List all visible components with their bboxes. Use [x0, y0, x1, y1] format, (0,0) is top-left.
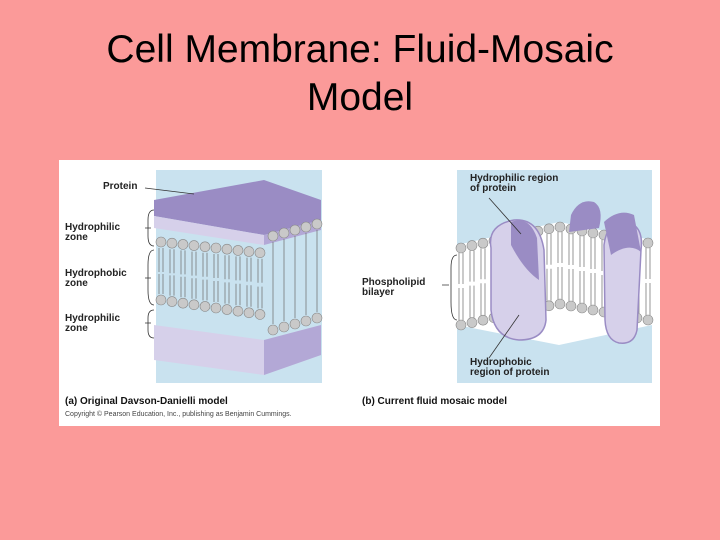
phospholipid-head: [455, 242, 467, 254]
phospholipid-head: [554, 298, 566, 310]
phospholipid-head: [289, 318, 301, 330]
phospholipid-head: [210, 242, 222, 254]
phospholipid-head: [232, 245, 244, 256]
phospholipid-head: [278, 321, 290, 333]
slide-title: Cell Membrane: Fluid-Mosaic Model: [0, 26, 720, 122]
phospholipid-head: [155, 294, 167, 306]
phospholipid-head: [565, 300, 577, 312]
phospholipid-head: [166, 296, 178, 307]
phospholipid-head: [300, 315, 312, 327]
phospholipid-head: [199, 241, 211, 253]
phospholipid-head: [477, 314, 489, 326]
label-hydrophilic-zone-bottom: Hydrophilic zone: [65, 313, 121, 334]
membrane-illustration: [144, 170, 654, 383]
phospholipid-head: [554, 221, 566, 233]
phospholipid-head: [267, 230, 279, 242]
phospholipid-head: [642, 314, 654, 326]
phospholipid-head: [188, 240, 200, 251]
phospholipid-head: [311, 312, 323, 324]
phospholipid-head: [311, 218, 323, 230]
phospholipid-head: [587, 304, 599, 316]
phospholipid-head: [455, 319, 467, 331]
phospholipid-head: [243, 246, 255, 257]
label-hydrophobic-region-of-protein: Hydrophobic region of protein: [470, 357, 550, 378]
phospholipid-head: [177, 297, 189, 309]
membrane-figure: Protein Hydrophilic zone Hydrophobic zon…: [59, 160, 660, 426]
phospholipid-head: [278, 227, 290, 239]
phospholipid-head: [477, 237, 489, 249]
phospholipid-head: [177, 239, 189, 250]
phospholipid-head: [576, 302, 588, 314]
slide-title-line-1: Cell Membrane: Fluid-Mosaic: [106, 28, 614, 71]
label-phospholipid-bilayer: Phospholipid bilayer: [362, 277, 426, 298]
caption-davson-danielli: (a) Original Davson-Danielli model: [65, 396, 228, 407]
phospholipid-head: [243, 307, 255, 319]
phospholipid-head: [642, 237, 654, 249]
phospholipid-head: [221, 243, 233, 255]
phospholipid-head: [155, 236, 167, 248]
phospholipid-head: [188, 299, 200, 311]
phospholipid-head: [267, 324, 279, 336]
davson-danielli-model: [144, 180, 323, 375]
phospholipid-head: [254, 309, 266, 320]
label-hydrophobic-zone: Hydrophobic zone: [65, 268, 127, 289]
caption-fluid-mosaic: (b) Current fluid mosaic model: [362, 396, 508, 407]
label-hydrophilic-region-of-protein: Hydrophilic region of protein: [470, 173, 559, 194]
phospholipid-head: [166, 237, 178, 249]
phospholipid-head: [543, 223, 555, 235]
phospholipid-head: [199, 301, 211, 312]
phospholipid-head: [221, 304, 233, 315]
phospholipid-head: [300, 221, 312, 233]
phospholipid-head: [466, 240, 478, 251]
phospholipid-head: [232, 305, 244, 317]
phospholipid-head: [466, 317, 478, 328]
phospholipid-head: [289, 224, 301, 236]
slide-title-line-2: Model: [306, 76, 414, 119]
label-protein: Protein: [103, 181, 138, 192]
phospholipid-head: [254, 247, 266, 259]
phospholipid-head: [587, 227, 599, 239]
copyright-notice: Copyright © Pearson Education, Inc., pub…: [65, 411, 292, 418]
label-hydrophilic-zone-top: Hydrophilic zone: [65, 222, 121, 243]
fluid-mosaic-model: [442, 197, 654, 359]
phospholipid-head: [210, 302, 222, 314]
